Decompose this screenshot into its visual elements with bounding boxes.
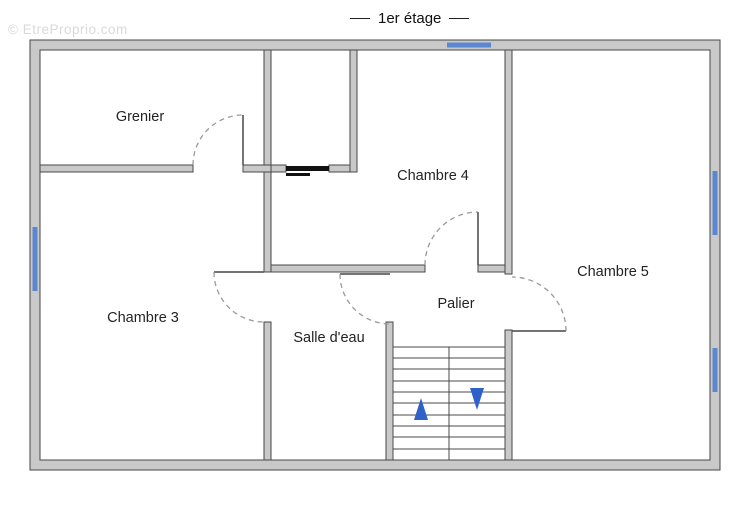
door-arc-grenier — [192, 114, 244, 166]
title-dash-right — [449, 18, 470, 19]
wall-vertical-center-lower — [263, 321, 272, 461]
windows — [32, 42, 718, 392]
room-label-palier: Palier — [437, 296, 475, 312]
floor-title: 1er étage — [350, 10, 470, 27]
room-label-salle-deau: Salle d'eau — [293, 330, 365, 346]
door-arc-salle-deau — [339, 273, 391, 325]
room-label-chambre4: Chambre 4 — [397, 168, 469, 184]
door-arc-chambre5 — [511, 276, 567, 332]
stairs-down-arrow-icon — [470, 388, 484, 410]
wall-grenier-bottom-left — [39, 164, 194, 173]
wall-middle-horizontal-right — [477, 264, 506, 273]
staircase-arrows — [414, 388, 484, 420]
wall-closet-bottom-right — [328, 164, 351, 173]
wall-middle-horizontal-left — [270, 264, 426, 273]
window-right-lower — [712, 348, 718, 392]
wall-closet-right — [349, 49, 358, 173]
room-label-chambre5: Chambre 5 — [577, 264, 649, 280]
room-label-chambre3: Chambre 3 — [107, 310, 179, 326]
door-arc-chambre4 — [424, 211, 479, 266]
door-arc-chambre3 — [213, 271, 265, 323]
wall-grenier-bottom-right — [242, 164, 272, 173]
room-label-grenier: Grenier — [115, 109, 165, 125]
door-leaves — [214, 115, 566, 332]
window-top — [447, 42, 491, 48]
wall-closet-bottom-left — [270, 164, 287, 173]
window-right-upper — [712, 171, 718, 235]
stairs-up-arrow-icon — [414, 398, 428, 420]
window-left — [32, 227, 38, 291]
exterior-walls — [29, 39, 721, 471]
wall-chambre5-left-upper — [504, 49, 513, 275]
watermark: © EtreProprio.com — [8, 22, 128, 37]
wall-chambre5-left-lower — [504, 329, 513, 461]
staircase — [392, 346, 506, 461]
sliding-door-symbol — [286, 166, 329, 176]
page-title: 1er étage — [378, 10, 442, 27]
door-swing-arcs — [192, 114, 567, 332]
title-dash-left — [350, 18, 370, 19]
wall-salle-deau-right — [385, 321, 394, 461]
wall-vertical-center-upper — [263, 49, 272, 273]
